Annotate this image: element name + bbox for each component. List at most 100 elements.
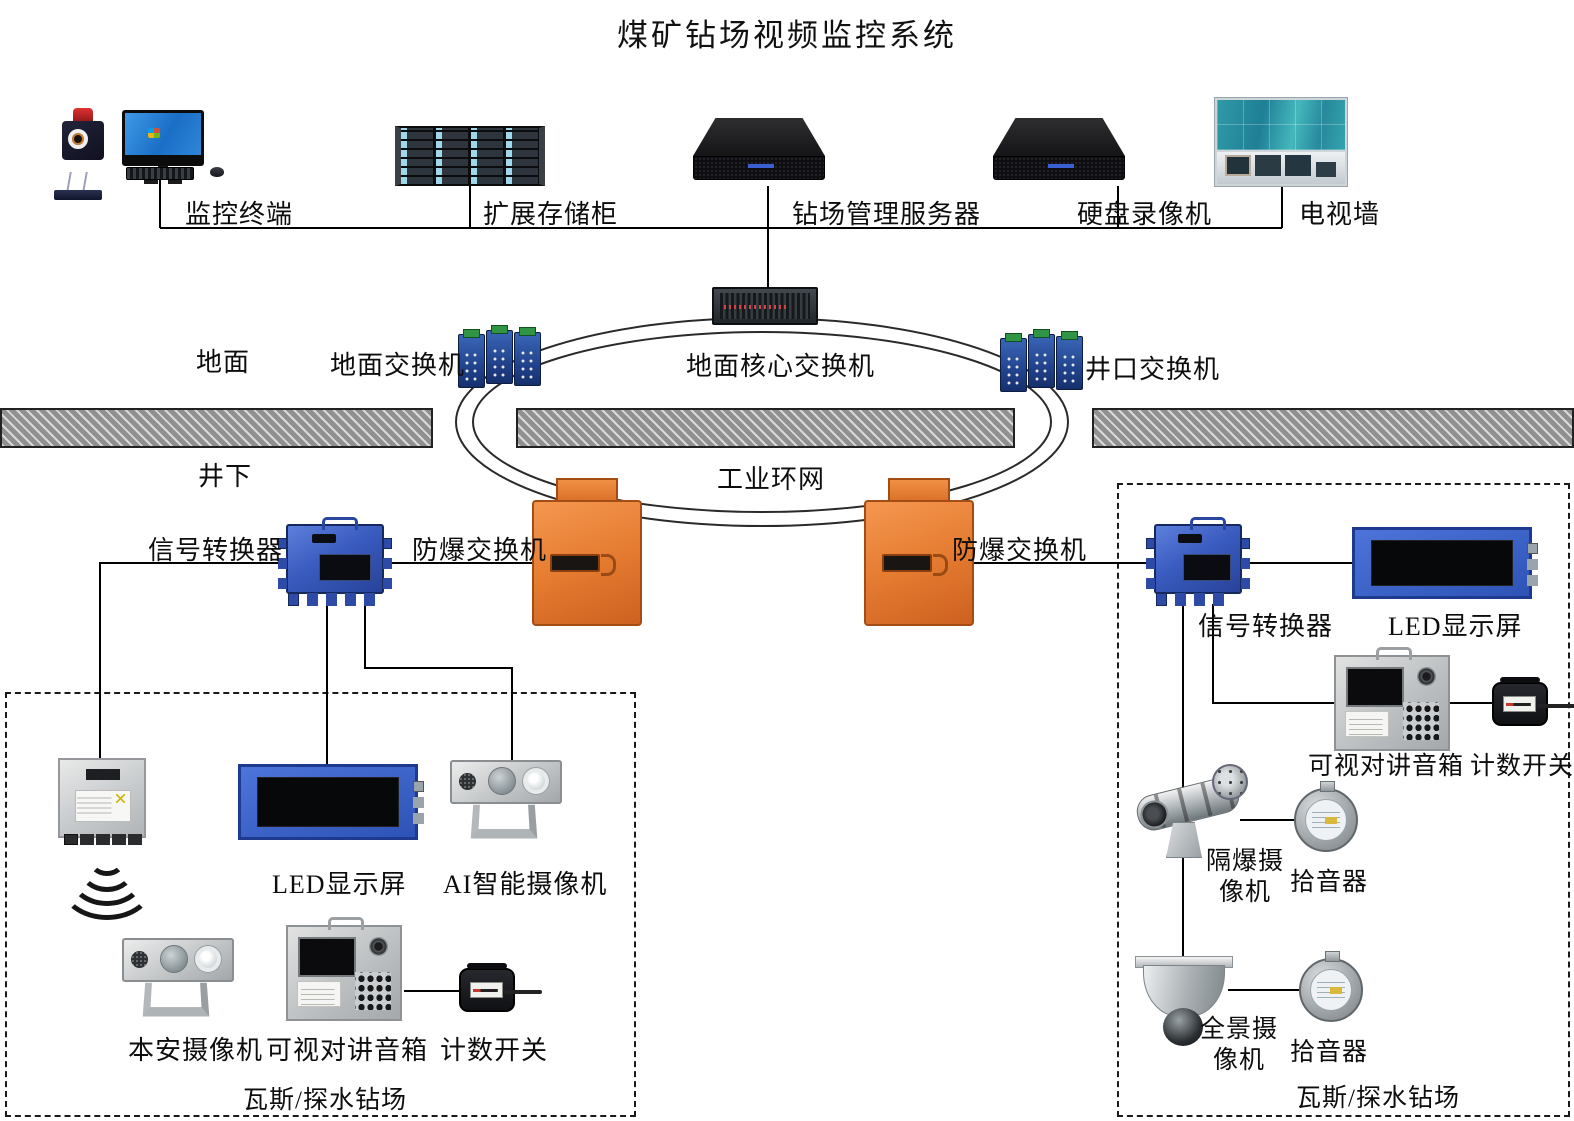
alarm-beacon [73,108,93,123]
label-intercom-right: 可视对讲音箱 [1308,753,1465,780]
label-flameproof-camera: 隔爆摄像机 [1205,848,1284,907]
wireless-converter-device [58,758,146,845]
sound-pickup-1-device [1294,781,1358,852]
alarm-horn [68,129,88,149]
wifi-signal-icon [59,846,155,920]
label-signal-converter-right: 信号转换器 [1198,612,1334,641]
intercom-sticker [1345,711,1389,737]
converter-screen [319,553,372,581]
label-management-server: 钻场管理服务器 [792,200,982,229]
label-signal-converter-left: 信号转换器 [148,536,284,565]
label-dvr: 硬盘录像机 [1077,200,1213,229]
label-underground: 井下 [198,462,253,491]
pc-keyboard [126,167,194,180]
intercom-keypad [355,972,391,1010]
label-counter-right: 计数开关 [1470,753,1574,780]
pc-screen [125,113,201,155]
converter-connectors [383,538,392,549]
wellhead-switch-group [1000,329,1084,392]
camera-flange [1212,764,1248,800]
count-switch-left-device [459,963,515,1012]
led-display-right-device [1352,527,1538,599]
label-surface: 地面 [196,348,251,377]
intrinsic-safe-camera-device [122,938,240,1022]
label-monitor-terminal: 监控终端 [185,200,294,229]
camera-bracket [470,804,538,839]
label-pickup-2: 拾音器 [1290,1039,1369,1066]
wireless-box-display [86,769,120,780]
label-led-right: LED显示屏 [1388,612,1523,641]
rock-bar-left [0,408,433,448]
dome-lens [1163,1008,1203,1046]
switch-unit [1056,331,1083,390]
camera-lens [522,767,550,795]
rock-bar-middle [516,408,1015,448]
microphone-base [54,190,102,200]
label-ex-switch-left: 防爆交换机 [412,536,548,565]
exswitch-slot [882,554,948,576]
label-is-camera: 本安摄像机 [128,1036,264,1065]
converter-connectors [1241,538,1250,549]
management-server-device [693,118,825,184]
converter-screen [1183,553,1232,581]
label-site-left: 瓦斯/探水钻场 [243,1087,407,1114]
led-display-left-device [238,764,424,840]
label-tv-wall: 电视墙 [1299,200,1381,229]
label-counter-left: 计数开关 [440,1036,549,1065]
intercom-sticker [297,981,341,1007]
label-storage-cabinet: 扩展存储柜 [483,200,619,229]
label-core-switch: 地面核心交换机 [686,352,876,381]
flameproof-camera-device [1133,764,1252,868]
converter-connectors [1156,593,1167,606]
storage-cabinet-device [395,126,545,186]
core-switch-device [712,287,818,325]
label-led-left: LED显示屏 [272,870,407,899]
intercom-screen [298,937,356,977]
label-industrial-ring: 工业环网 [717,465,826,494]
camera-lens [194,945,222,973]
signal-converter-left-device [278,516,392,606]
signal-converter-right-device [1146,516,1250,606]
exswitch-cap [556,478,618,502]
camera-lens [488,767,516,795]
label-ai-camera: AI智能摄像机 [443,870,608,899]
pc-mouse [210,167,224,177]
camera-bracket [142,982,210,1017]
video-intercom-left-device [286,917,402,1021]
converter-connectors [278,538,287,549]
label-intercom-left: 可视对讲音箱 [266,1036,429,1065]
video-intercom-right-device [1334,647,1450,751]
converter-connectors [288,593,299,606]
label-wellhead-switch: 井口交换机 [1085,355,1221,384]
tv-wall-screens [1217,100,1345,150]
sound-pickup-2-device [1299,951,1363,1022]
page-title: 煤矿钻场视频监控系统 [617,18,957,53]
microphone-stem [66,172,72,192]
exswitch-cap [888,478,950,502]
rock-bar-right [1092,408,1574,448]
switch-unit [486,325,513,384]
explosion-proof-switch-left-device [532,478,642,626]
label-site-right: 瓦斯/探水钻场 [1296,1085,1460,1112]
microphone-pair [54,168,102,200]
ai-camera-device [450,760,568,844]
intercom-keypad [1403,702,1439,740]
pc-monitor [122,110,204,174]
left-site-boundary [5,692,636,1117]
panoramic-camera-device [1131,956,1235,1052]
switch-unit [1000,333,1027,392]
label-pickup-1: 拾音器 [1290,869,1369,896]
intercom-screen [1346,667,1404,707]
right-site-boundary [1117,483,1570,1117]
label-ex-switch-right: 防爆交换机 [952,536,1088,565]
converter-connectors [1146,538,1155,549]
surface-switch-group [458,325,542,388]
alarm-speaker [62,108,104,160]
dvr-device [993,118,1125,184]
switch-unit [514,327,541,386]
tv-wall-device [1214,97,1348,187]
switch-unit [1028,329,1055,388]
tv-wall-monitors [1225,155,1251,176]
label-panoramic-camera: 全景摄像机 [1199,1016,1278,1075]
exswitch-slot [550,554,616,576]
